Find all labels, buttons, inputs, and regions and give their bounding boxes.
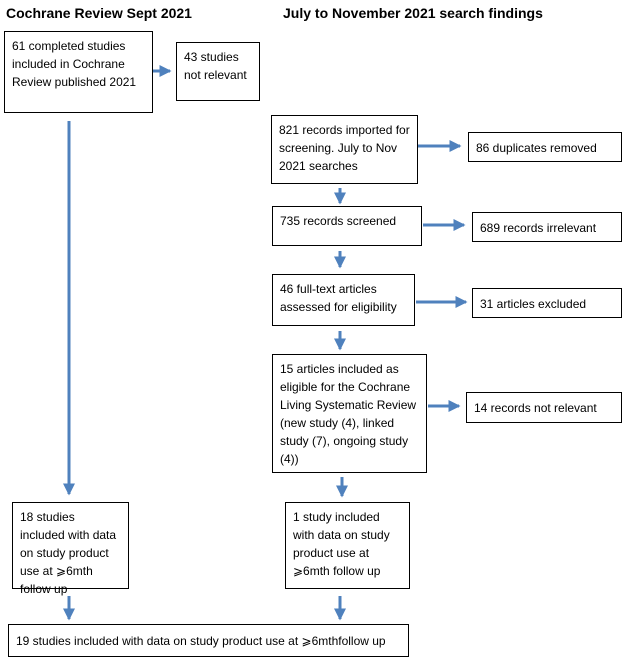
box-19-final: 19 studies included with data on study p… (8, 624, 409, 657)
box-735-screened: 735 records screened (272, 206, 422, 246)
box-43-not-relevant: 43 studies not relevant (176, 42, 260, 101)
box-18-included: 18 studies included with data on study p… (12, 502, 129, 596)
box-31-excluded: 31 articles excluded (472, 288, 622, 318)
box-1-included: 1 study included with data on study prod… (285, 502, 410, 589)
box-689-irrelevant: 689 records irrelevant (472, 212, 622, 242)
box-86-duplicates: 86 duplicates removed (468, 132, 622, 162)
header-cochrane-review: Cochrane Review Sept 2021 (6, 5, 192, 21)
box-15-included-living: 15 articles included as eligible for the… (272, 354, 427, 473)
box-46-fulltext: 46 full-text articles assessed for eligi… (272, 274, 415, 326)
box-14-not-relevant: 14 records not relevant (466, 392, 622, 423)
header-search-findings: July to November 2021 search findings (283, 5, 543, 21)
box-821-imported: 821 records imported for screening. July… (271, 115, 418, 184)
box-cochrane-completed: 61 completed studies included in Cochran… (4, 31, 153, 113)
